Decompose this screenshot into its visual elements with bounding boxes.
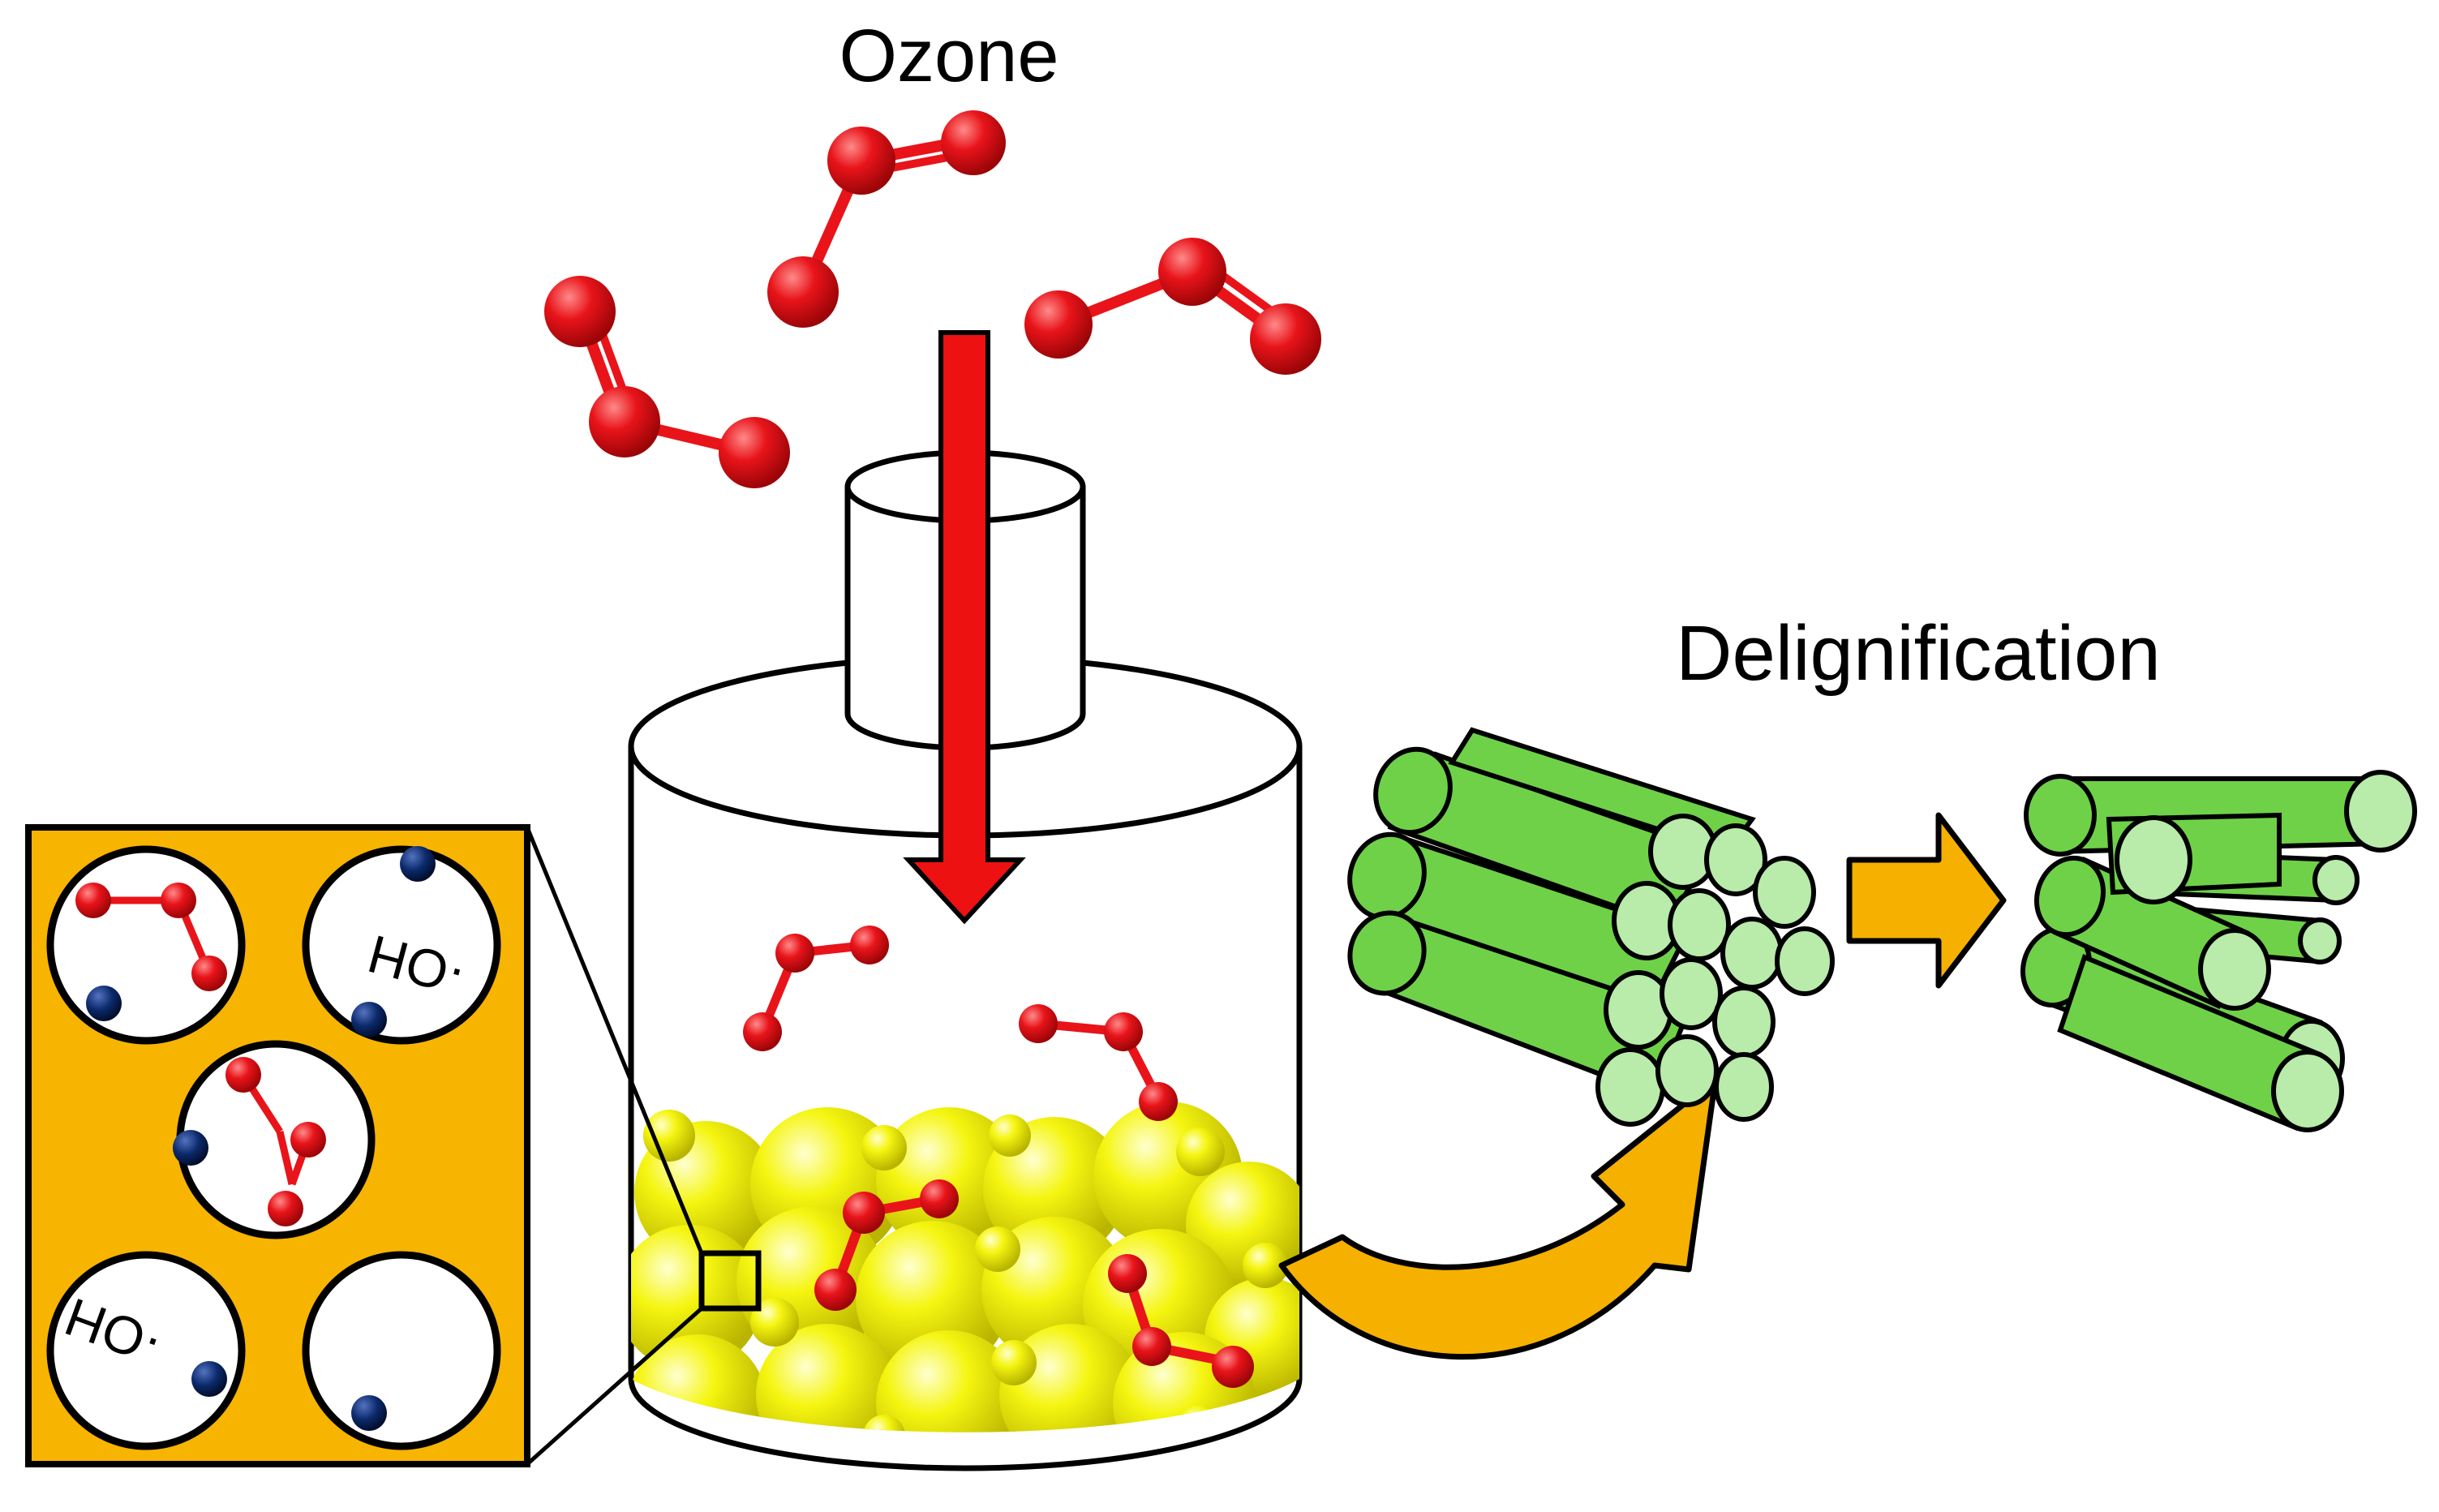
ozone-feed-arrow	[903, 330, 1026, 925]
fiber-bundle-icon	[2020, 770, 2417, 1132]
hydrogen-atom-icon	[191, 1361, 227, 1397]
ozone-molecule-icon	[1019, 1004, 1178, 1121]
hydrogen-atom-icon	[351, 1395, 387, 1431]
flow-arrow-curved	[1278, 1076, 1719, 1360]
zoom-region-box	[698, 1250, 762, 1312]
fiber-bundle-icon	[1347, 727, 1835, 1127]
ozone-molecule-icon	[1024, 238, 1321, 375]
ozone-molecule-icon	[1108, 1254, 1254, 1388]
pore-circle	[302, 1251, 501, 1450]
ozone-molecule-icon	[767, 110, 1006, 328]
pore-inset-panel: ·OH ·OH	[25, 824, 530, 1467]
pore-circle	[46, 845, 246, 1045]
ozone-molecule-icon	[544, 276, 790, 488]
delignification-label: Delignification	[1676, 610, 2161, 697]
hydrogen-atom-icon	[400, 846, 436, 882]
ozone-molecule-icon	[743, 926, 889, 1051]
hydrogen-atom-icon	[86, 986, 122, 1021]
pore-circle	[173, 1040, 376, 1239]
flow-arrow-straight	[1846, 812, 2007, 989]
pore-circle: ·OH	[302, 845, 501, 1045]
hydrogen-atom-icon	[173, 1130, 208, 1166]
catalyst-bed-icon	[631, 1102, 1299, 1433]
ozone-label: Ozone	[839, 15, 1058, 97]
hydrogen-atom-icon	[351, 1002, 387, 1037]
ozone-molecule-icon	[814, 1179, 959, 1311]
pore-circle: ·OH	[46, 1251, 246, 1450]
